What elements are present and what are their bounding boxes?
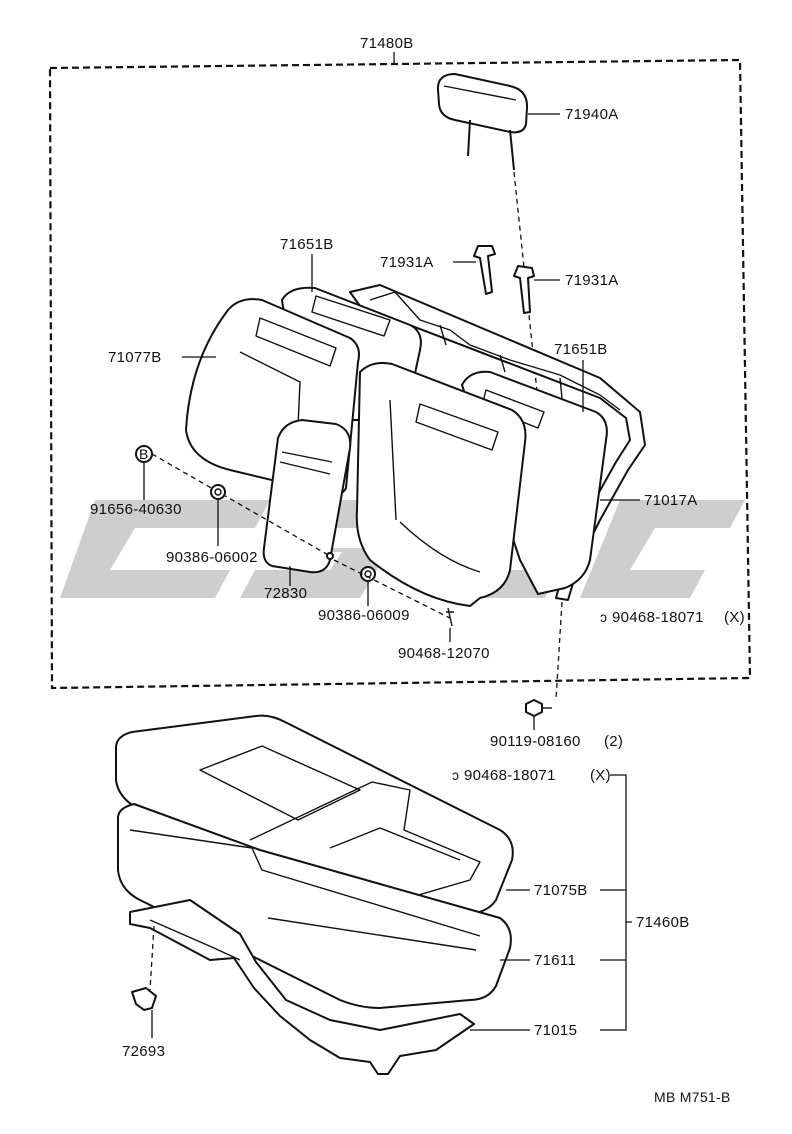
hook [131, 987, 157, 1011]
headrest-support-right [513, 265, 535, 314]
cushion-pad [117, 803, 512, 1009]
cushion-frame-label: 71015 [534, 1022, 577, 1039]
seatback-pad-right-label: 71651B [554, 341, 608, 358]
nut-left-label: 90386-06002 [166, 549, 258, 566]
clip-x-back-label: 90468-18071 [612, 609, 704, 626]
seatback-assembly-frame [48, 58, 752, 690]
hook-label: 72693 [122, 1043, 165, 1060]
headrest-support-right-label: 71931A [565, 272, 619, 289]
cushion-pad-label: 71611 [534, 952, 576, 969]
seatback-assembly-label: 71480B [360, 35, 414, 52]
headrest-support-left [473, 245, 496, 295]
nut-right-label: 90386-06009 [318, 607, 410, 624]
seatback-pad-left-label: 71651B [280, 236, 334, 253]
bolt-bottom [525, 699, 552, 717]
seatback-cover-label: 71077B [108, 349, 162, 366]
bolt-bottom-label: 90119-08160 [490, 733, 581, 750]
cushion-cover-label: 71075B [534, 882, 588, 899]
headrest [436, 73, 541, 421]
seatback-cover-right [355, 362, 527, 607]
bolt-b-label: 91656-40630 [90, 501, 182, 518]
armrest [262, 419, 352, 574]
seatback-frame-label: 71017A [644, 492, 698, 509]
clip-small [446, 607, 454, 627]
clip-small-label: 90468-12070 [398, 645, 490, 662]
nut-right [360, 566, 376, 582]
clip-x-cushion-icon: ↄ [452, 767, 459, 783]
drawing-code: MB M751-B [654, 1089, 731, 1105]
seatback-frame [349, 284, 646, 601]
clip-x-back-icon: ↄ [600, 609, 607, 625]
bolt-bottom-qty: (2) [604, 733, 623, 750]
clip-x-cushion-label: 90468-18071 [464, 767, 556, 784]
armrest-label: 72830 [264, 585, 307, 602]
circle-b-symbol: B [139, 446, 149, 462]
nut-left [210, 484, 226, 500]
clip-x-cushion-qty: (X) [590, 767, 611, 784]
cushion-bracket [600, 774, 632, 1031]
clip-x-back-qty: (X) [724, 609, 745, 626]
cushion-frame [129, 899, 475, 1075]
cushion-assembly-label: 71460B [636, 914, 690, 931]
headrest-support-left-label: 71931A [380, 254, 434, 271]
headrest-label: 71940A [565, 106, 619, 123]
